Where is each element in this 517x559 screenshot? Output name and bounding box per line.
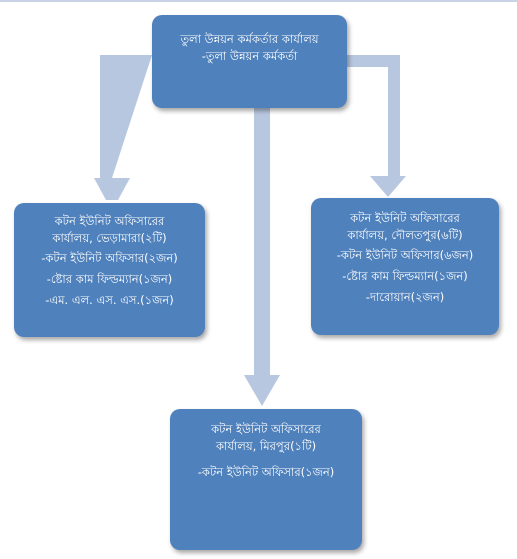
mirpur-title-line1: কটন ইউনিট অফিসারের xyxy=(211,422,321,436)
daulatpur-staff-0: -কটন ইউনিট অফিসার(৬জন) xyxy=(336,248,474,263)
top-rule xyxy=(0,0,517,2)
bheramara-staff-2: -এম. এল. এস. এস.(১জন) xyxy=(45,292,174,307)
bheramara-title-line2: কার্যালয়, ভেড়ামারা(২টি) xyxy=(52,230,167,245)
head-office-box: তুলা উন্নয়ন কর্মকর্তার কার্যালয় -তুলা … xyxy=(152,15,347,108)
daulatpur-staff-1: -ষ্টোর কাম ফিল্ডম্যান(১জন) xyxy=(342,269,468,284)
bheramara-office-box: কটন ইউনিট অফিসারের কার্যালয়, ভেড়ামারা(… xyxy=(14,203,205,337)
daulatpur-staff-2: -দারোয়ান(২জন) xyxy=(365,289,445,304)
bheramara-title-line1: কটন ইউনিট অফিসারের xyxy=(54,214,165,228)
head-office-staff: -তুলা উন্নয়ন কর্মকর্তা xyxy=(201,48,298,63)
daulatpur-office-box: কটন ইউনিট অফিসারের কার্যালয়, দৌলতপুর(৬ট… xyxy=(311,198,499,335)
head-office-title: তুলা উন্নয়ন কর্মকর্তার কার্যালয় xyxy=(180,32,319,46)
bheramara-staff-1: -ষ্টোর কাম ফিল্ডম্যান(১জন) xyxy=(46,272,173,287)
arrow-to-daulatpur xyxy=(347,55,406,197)
arrow-to-bheramara xyxy=(94,55,152,200)
bheramara-staff-0: -কটন ইউনিট অফিসার(২জন) xyxy=(41,251,178,266)
arrow-to-mirpur xyxy=(244,108,280,406)
daulatpur-title-line1: কটন ইউনিট অফিসারের xyxy=(350,211,460,225)
mirpur-office-box: কটন ইউনিট অফিসারের কার্যালয়, মিরপুর(১টি… xyxy=(170,409,362,550)
mirpur-staff-0: -কটন ইউনিট অফিসার(১জন) xyxy=(197,465,335,480)
mirpur-title-line2: কার্যালয়, মিরপুর(১টি) xyxy=(215,438,317,453)
daulatpur-title-line2: কার্যালয়, দৌলতপুর(৬টি) xyxy=(347,227,463,242)
